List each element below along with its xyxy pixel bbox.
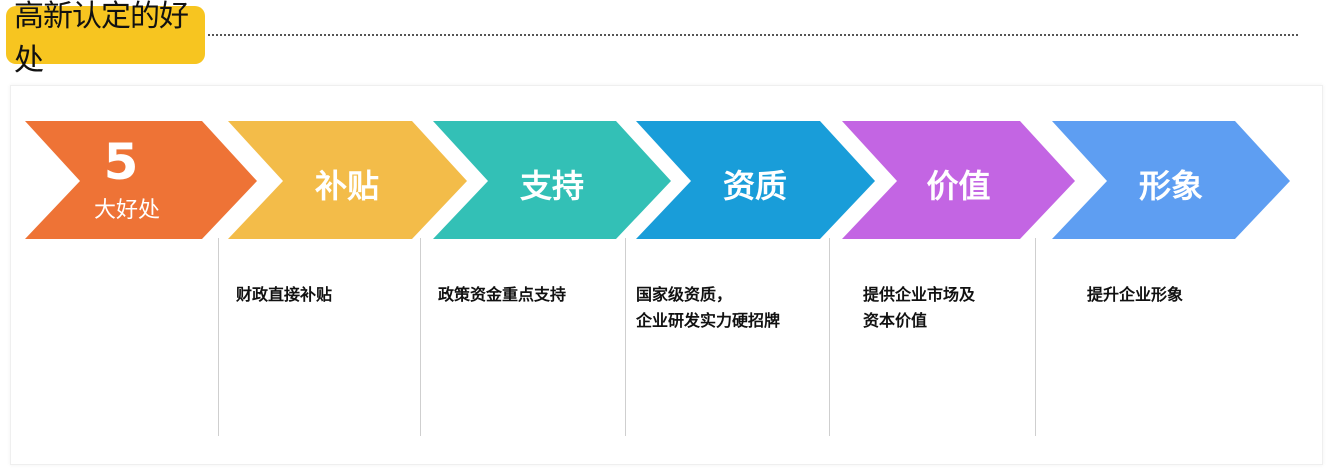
step-label-subsidy: 补贴 — [314, 167, 379, 205]
benefit-text-subsidy: 财政直接补贴 — [236, 282, 332, 308]
benefit-line: 企业研发实力硬招牌 — [636, 311, 781, 330]
step-chevron-image — [1052, 121, 1290, 239]
step-chevron-subsidy — [228, 121, 467, 239]
benefit-line: 提供企业市场及 — [863, 285, 976, 304]
step-label-value: 价值 — [926, 167, 991, 205]
benefit-text-qualification: 国家级资质， 企业研发实力硬招牌 — [636, 282, 780, 334]
step-label-image: 形象 — [1138, 167, 1203, 205]
column-divider — [420, 238, 421, 436]
benefit-text-value: 提供企业市场及 资本价值 — [863, 282, 975, 334]
step-chevron-qualification — [636, 121, 875, 239]
benefit-count-caption: 大好处 — [94, 198, 161, 223]
step-chevron-value — [842, 121, 1075, 239]
step-label-support: 支持 — [519, 167, 584, 205]
section-title-badge: 高新认定的好处 — [6, 0, 205, 78]
step-chevron-support — [433, 121, 671, 239]
step-label-qualification: 资质 — [722, 167, 787, 205]
dotted-divider — [208, 34, 1298, 36]
column-divider — [218, 238, 219, 436]
benefit-line: 政策资金重点支持 — [438, 285, 567, 304]
intro-chevron — [25, 121, 257, 239]
column-divider — [829, 238, 830, 436]
column-divider — [625, 238, 626, 436]
benefit-text-image: 提升企业形象 — [1087, 282, 1183, 308]
benefit-line: 财政直接补贴 — [236, 285, 333, 304]
section-title: 高新认定的好处 — [14, 0, 189, 78]
column-divider — [1035, 238, 1036, 436]
benefit-line: 资本价值 — [863, 311, 928, 330]
benefit-line: 国家级资质， — [636, 285, 733, 304]
benefit-line: 提升企业形象 — [1087, 285, 1184, 304]
benefit-text-support: 政策资金重点支持 — [438, 282, 566, 308]
benefit-count: 5 — [103, 133, 139, 191]
